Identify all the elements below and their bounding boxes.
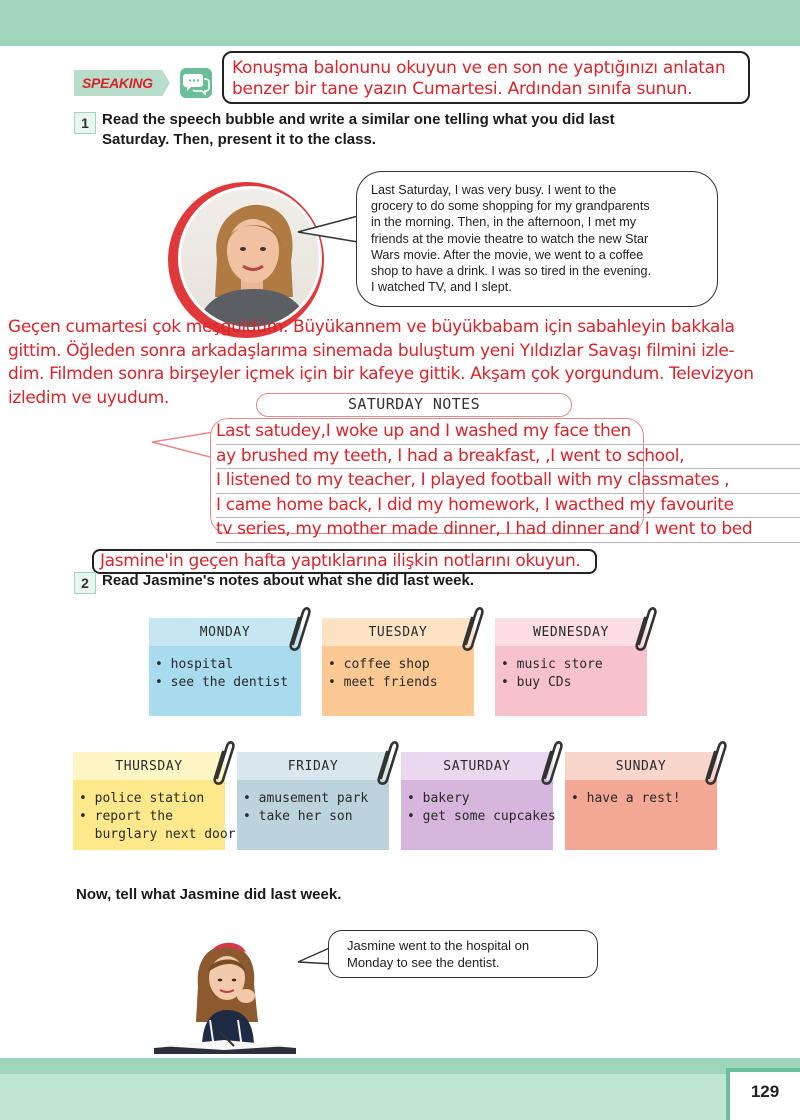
paperclip-icon [635, 607, 657, 651]
note-items: • police station • report the burglary ne… [73, 780, 236, 850]
avatar-photo [178, 186, 322, 330]
note-items: • amusement park • take her son [237, 780, 389, 850]
saturday-notes-title: SATURDAY NOTES [256, 393, 572, 417]
task-number-badge: 1 [74, 112, 96, 134]
note-item: • see the dentist [155, 675, 289, 690]
note-items: • hospital • see the dentist [149, 646, 301, 716]
notes-line: ay brushed my teeth, I had a breakfast, … [216, 445, 800, 469]
instruction-line: Read the speech bubble and write a simil… [102, 111, 615, 128]
instruction-line: Saturday. Then, present it to the class. [102, 131, 376, 148]
note-item: • bakery [407, 791, 470, 806]
task2-translation-box: Jasmine'in geçen hafta yaptıklarına iliş… [92, 549, 597, 574]
note-wednesday: WEDNESDAY • music store • buy CDs [495, 607, 657, 716]
note-item: • meet friends [328, 675, 438, 690]
speaking-translation-box: Konuşma balonunu okuyun ve en son ne yap… [222, 51, 750, 104]
speech-bubble-example: Last Saturday, I was very busy. I went t… [356, 171, 718, 307]
bubble-line: Wars movie. After the movie, we went to … [371, 247, 644, 262]
bubble-line: Monday to see the dentist. [347, 954, 500, 970]
paragraph-line: dim. Filmden sonra birşeyler içmek için … [8, 364, 754, 384]
speaking-tag: SPEAKING [74, 70, 170, 96]
note-item: • coffee shop [328, 657, 430, 672]
note-item: • take her son [243, 809, 353, 824]
paperclip-icon [213, 741, 235, 785]
note-item: • amusement park [243, 791, 369, 806]
now-tell-instruction: Now, tell what Jasmine did last week. [76, 886, 342, 903]
girl-illustration [150, 936, 300, 1060]
turkish-translation-paragraph: Geçen cumartesi çok meşguldüm. Büyükanne… [8, 316, 798, 410]
note-items: • have a rest! [565, 780, 717, 850]
note-day-label: SUNDAY [565, 752, 717, 780]
note-item: • police station [79, 791, 205, 806]
note-items: • bakery • get some cupcakes [401, 780, 556, 850]
bubble-line: in the morning. Then, in the afternoon, … [371, 215, 637, 230]
bubble-line: Last Saturday, I was very busy. I went t… [371, 183, 617, 197]
note-tuesday: TUESDAY • coffee shop • meet friends [322, 607, 484, 716]
note-item: • hospital [155, 657, 234, 672]
paperclip-icon [462, 607, 484, 651]
saturday-notes-bubble [210, 418, 644, 534]
note-items: • music store • buy CDs [495, 646, 647, 716]
translation-line: Konuşma balonunu okuyun ve en son ne yap… [232, 58, 726, 78]
note-item: • have a rest! [571, 791, 681, 806]
page-number: 129 [750, 1082, 780, 1101]
task2-instruction: Read Jasmine's notes about what she did … [102, 572, 475, 589]
bubble-line: shop to have a drink. I was so tired in … [371, 264, 652, 279]
speech-bubbles-icon [180, 68, 212, 98]
note-day-label: THURSDAY [73, 752, 225, 780]
notes-line: I listened to my teacher, I played footb… [216, 469, 800, 494]
note-day-label: TUESDAY [322, 618, 474, 646]
notes-bubble-tail [151, 431, 215, 459]
task1-instruction: Read the speech bubble and write a simil… [102, 110, 615, 150]
note-monday: MONDAY • hospital • see the dentist [149, 607, 311, 716]
page-number-box: 129 [726, 1068, 800, 1120]
bottom-band-inner [0, 1074, 730, 1120]
translation-line: benzer bir tane yazın Cumartesi. Ardında… [232, 79, 693, 99]
note-item: • buy CDs [501, 675, 572, 690]
note-day-label: MONDAY [149, 618, 301, 646]
speech-bubble-jasmine: Jasmine went to the hospital on Monday t… [328, 930, 598, 978]
paragraph-line: Geçen cumartesi çok meşguldüm. Büyükanne… [8, 317, 735, 337]
note-day-label: FRIDAY [237, 752, 389, 780]
bubble-line: grocery to do some shopping for my grand… [371, 199, 650, 214]
note-friday: FRIDAY • amusement park • take her son [237, 741, 399, 850]
notes-line: Last satudey,I woke up and I washed my f… [216, 420, 800, 445]
note-items: • coffee shop • meet friends [322, 646, 474, 716]
paragraph-line: izledim ve uyudum. [8, 387, 170, 408]
notes-line: I came home back, I did my homework, I w… [216, 494, 800, 518]
top-band [0, 0, 800, 46]
note-sunday: SUNDAY • have a rest! [565, 741, 727, 850]
task-number-badge: 2 [74, 572, 96, 594]
paperclip-icon [289, 607, 311, 651]
note-item: • music store [501, 657, 603, 672]
bubble-tail [297, 945, 335, 965]
note-item: burglary next door [79, 827, 236, 842]
paragraph-line: gittim. Öğleden sonra arkadaşlarıma sine… [8, 340, 735, 361]
paperclip-icon [377, 741, 399, 785]
speaking-tag-label: SPEAKING [82, 75, 153, 91]
paperclip-icon [541, 741, 563, 785]
note-thursday: THURSDAY • police station • report the bur… [73, 741, 236, 850]
note-item: • report the [79, 809, 173, 824]
bubble-line: I watched TV, and I slept. [371, 280, 512, 295]
note-item: • get some cupcakes [407, 809, 556, 824]
bubble-line: friends at the movie theatre to watch th… [371, 231, 649, 246]
saturday-notes-lines: Last satudey,I woke up and I washed my f… [216, 420, 800, 543]
bubble-line: Jasmine went to the hospital on [347, 938, 530, 953]
notes-line: tv series, my mother made dinner, I had … [216, 518, 800, 543]
paperclip-icon [705, 741, 727, 785]
note-day-label: SATURDAY [401, 752, 553, 780]
bubble-tail [297, 215, 359, 243]
note-saturday: SATURDAY • bakery • get some cupcakes [401, 741, 563, 850]
note-day-label: WEDNESDAY [495, 618, 647, 646]
